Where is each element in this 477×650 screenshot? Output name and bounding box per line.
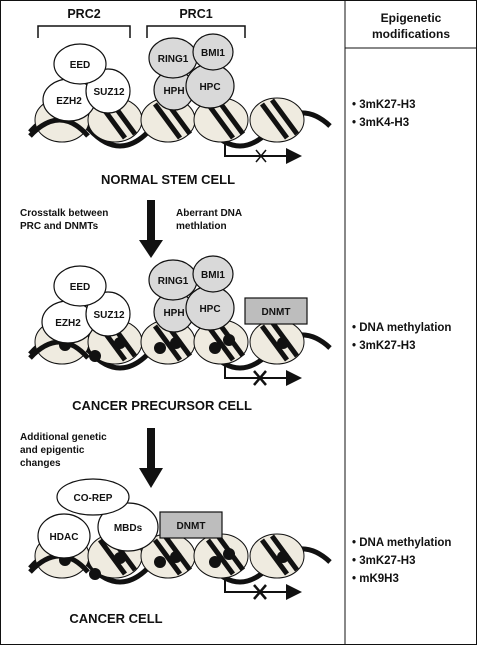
protein-suz12 [85,291,131,337]
label-hpc: HPC [199,82,220,93]
stage2-mod-1: • DNA methylation [352,322,451,334]
block-cross-icon [253,370,267,386]
methyl-mark [277,551,289,563]
protein-bmi1 [192,255,234,293]
transition-1: Crosstalk between PRC and DNMTs Aberrant… [20,200,242,258]
transition1-left-line1: Crosstalk between [20,208,108,219]
methyl-mark [209,342,221,354]
label-eed: EED [70,282,91,293]
header-title-line2: modifications [372,27,450,41]
stage3-mod-3: • mK9H3 [352,573,399,585]
methyl-mark [277,337,289,349]
dnmt-box [244,297,308,325]
label-hpc: HPC [199,304,220,315]
label-eed: EED [70,60,91,71]
methyl-mark [223,548,235,560]
methyl-mark [170,337,182,349]
stage1-title: NORMAL STEM CELL [101,172,235,187]
prc1-label: PRC1 [179,7,212,21]
protein-eed [53,265,107,307]
transcription-arrow [224,364,302,386]
protein-hdac [37,513,91,559]
transition-2: Additional genetic and epigentic changes [20,428,163,488]
stage1-mod-2: • 3mK4-H3 [352,117,409,129]
methyl-mark [154,342,166,354]
transition1-right-line2: methlation [176,221,227,232]
methyl-mark [170,551,182,563]
label-dnmt: DNMT [262,307,291,318]
label-co-rep: CO-REP [74,493,113,504]
label-bmi1: BMI1 [201,270,225,281]
header-title-line1: Epigenetic [381,11,442,25]
down-arrow-head [139,468,163,488]
down-arrow-head [139,240,163,258]
methyl-mark [89,350,101,362]
stage-cancer-cell: CO-REP HDAC MBDs DNMT CANCER CELL • DNA … [28,478,451,626]
label-hdac: HDAC [50,532,79,543]
label-bmi1: BMI1 [201,48,225,59]
block-cross-icon [253,584,267,600]
transcription-arrow [224,578,302,600]
transition2-line1: Additional genetic [20,432,107,443]
label-ring1: RING1 [158,276,189,287]
stage3-mod-1: • DNA methylation [352,537,451,549]
stage2-title: CANCER PRECURSOR CELL [72,398,252,413]
label-ring1: RING1 [158,54,189,65]
protein-eed [53,43,107,85]
methyl-mark [114,337,126,349]
stage-normal-stem-cell: PRC2 PRC1 EED EZH2 SUZ12 RING1 BMI1 HPH … [28,7,415,187]
label-dnmt: DNMT [177,521,206,532]
label-mbds: MBDs [114,523,143,534]
stage3-mod-2: • 3mK27-H3 [352,555,415,567]
protein-mbds [97,502,159,552]
protein-co-rep [56,478,130,516]
methyl-mark [114,552,126,564]
stage2-mod-2: • 3mK27-H3 [352,340,415,352]
transition1-right-line1: Aberrant DNA [176,208,242,219]
methyl-groups [59,548,289,580]
label-suz12: SUZ12 [93,87,125,98]
prc1-bracket [146,25,246,38]
label-ezh2: EZH2 [56,96,82,107]
methyl-mark [89,568,101,580]
prc2-bracket [37,25,131,38]
methyl-mark [209,556,221,568]
prc2-label: PRC2 [67,7,100,21]
label-ezh2: EZH2 [55,318,81,329]
transition2-line2: and epigentic [20,445,85,456]
protein-suz12 [85,68,131,114]
label-suz12: SUZ12 [93,310,125,321]
stage-cancer-precursor-cell: EED EZH2 SUZ12 RING1 BMI1 HPH HPC DNMT C… [28,255,451,413]
transition2-line3: changes [20,458,61,469]
dnmt-box [159,511,223,539]
stage3-title: CANCER CELL [69,611,162,626]
label-hph: HPH [163,308,184,319]
transition1-left-line2: PRC and DNMTs [20,221,99,232]
block-cross-icon [255,149,267,163]
stage1-mod-1: • 3mK27-H3 [352,99,415,111]
label-hph: HPH [163,86,184,97]
protein-bmi1 [192,33,234,71]
methyl-mark [154,556,166,568]
methyl-groups [59,334,289,362]
transcription-arrow [224,142,302,164]
methyl-mark [223,334,235,346]
